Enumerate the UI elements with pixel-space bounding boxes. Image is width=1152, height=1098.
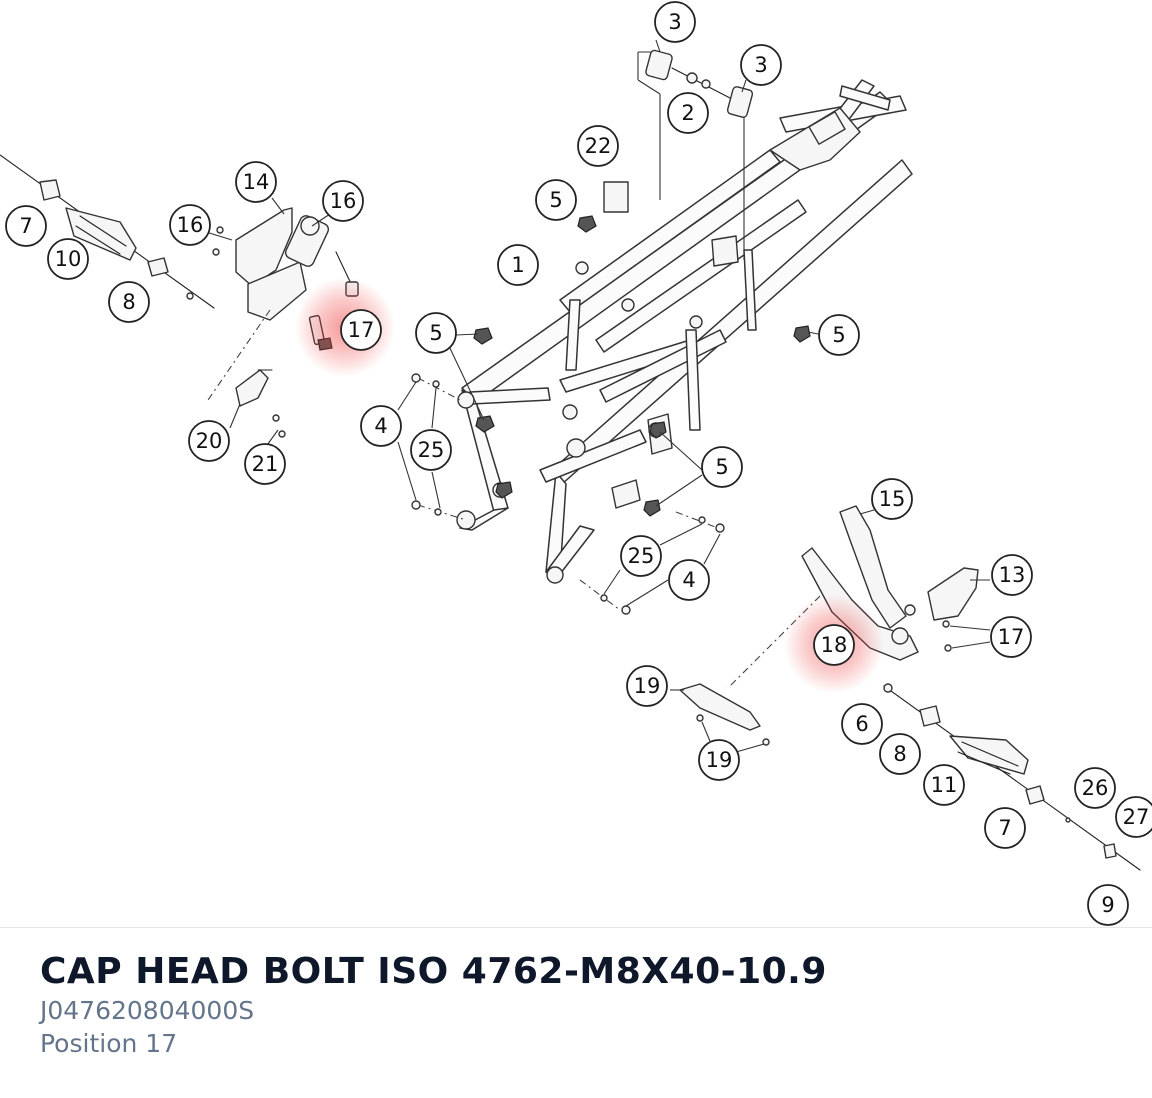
callout-label: 20: [196, 429, 223, 453]
callout-25b[interactable]: 25: [620, 535, 662, 577]
callout-5a[interactable]: 5: [535, 179, 577, 221]
callout-9[interactable]: 9: [1087, 884, 1129, 926]
callout-4b[interactable]: 4: [668, 559, 710, 601]
callout-20[interactable]: 20: [188, 420, 230, 462]
callout-label: 17: [348, 318, 375, 342]
callout-label: 5: [832, 323, 845, 347]
callout-label: 19: [634, 674, 661, 698]
callout-label: 16: [177, 213, 204, 237]
callout-label: 25: [628, 544, 655, 568]
callout-label: 16: [330, 189, 357, 213]
part-title: CAP HEAD BOLT ISO 4762-M8X40-10.9: [40, 951, 827, 992]
callout-17b[interactable]: 18: [813, 624, 855, 666]
callout-5b[interactable]: 5: [415, 312, 457, 354]
exploded-parts-diagram: 3 3 2 22 5 1 14 16 16 7 10 8 17 5 5 4 25…: [0, 1, 1152, 926]
left-frame-bolts: [397, 373, 467, 521]
callout-label: 1: [511, 253, 524, 277]
callout-label: 15: [879, 487, 906, 511]
callout-7a[interactable]: 7: [5, 205, 47, 247]
callout-label: 2: [681, 101, 694, 125]
callout-17a[interactable]: 17: [340, 309, 382, 351]
callout-7b[interactable]: 7: [984, 807, 1026, 849]
callout-4a[interactable]: 4: [360, 405, 402, 447]
callout-label: 5: [429, 321, 442, 345]
callout-label: 22: [585, 134, 612, 158]
part-number: J047620804000S: [40, 996, 255, 1025]
callout-3a[interactable]: 3: [654, 1, 696, 43]
callout-label: 19: [706, 748, 733, 772]
lower-frame-bolts: [579, 511, 725, 615]
callout-label: 11: [931, 773, 958, 797]
callout-11[interactable]: 11: [923, 764, 965, 806]
callout-label: 21: [252, 452, 279, 476]
callout-label: 17: [998, 625, 1025, 649]
callout-label: 10: [55, 247, 82, 271]
callout-19[interactable]: 19: [698, 739, 740, 781]
callout-label: 27: [1123, 805, 1150, 829]
callout-8a[interactable]: 8: [108, 281, 150, 323]
callout-26[interactable]: 26: [1074, 767, 1116, 809]
callout-2[interactable]: 2: [667, 92, 709, 134]
callout-label: 8: [893, 742, 906, 766]
callout-16a[interactable]: 16: [169, 204, 211, 246]
callout-18[interactable]: 19: [626, 665, 668, 707]
highlight-glows: [295, 277, 884, 694]
right-footrest-assembly: [670, 505, 1141, 871]
part-info-panel: CAP HEAD BOLT ISO 4762-M8X40-10.9 J04762…: [40, 950, 1112, 1060]
callout-5d[interactable]: 5: [701, 446, 743, 488]
callout-5c[interactable]: 5: [818, 314, 860, 356]
section-divider: [0, 927, 1152, 928]
callout-25a[interactable]: 25: [410, 429, 452, 471]
callout-label: 4: [682, 568, 695, 592]
part-position: Position 17: [40, 1029, 178, 1058]
callout-label: 18: [821, 633, 848, 657]
callout-16b[interactable]: 17: [990, 616, 1032, 658]
callout-label: 4: [374, 414, 387, 438]
callout-3b[interactable]: 3: [740, 44, 782, 86]
callout-label: 7: [19, 214, 32, 238]
callout-8b[interactable]: 8: [879, 733, 921, 775]
frame-nuts: [447, 215, 819, 517]
callout-21[interactable]: 21: [244, 443, 286, 485]
callout-label: 3: [754, 53, 767, 77]
callout-15[interactable]: 15: [871, 478, 913, 520]
callout-6[interactable]: 6: [841, 703, 883, 745]
callout-label: 5: [715, 455, 728, 479]
callout-label: 7: [998, 816, 1011, 840]
callout-label: 25: [418, 438, 445, 462]
callout-12[interactable]: 14: [235, 161, 277, 203]
callout-label: 13: [999, 563, 1026, 587]
callout-label: 6: [855, 712, 868, 736]
shock-mount-parts: [637, 39, 754, 260]
callout-label: 3: [668, 10, 681, 34]
frame-assembly: [456, 79, 913, 584]
callout-label: 5: [549, 188, 562, 212]
callout-label: 26: [1082, 776, 1109, 800]
callout-1[interactable]: 1: [497, 244, 539, 286]
callout-13[interactable]: 13: [991, 554, 1033, 596]
callout-label: 14: [243, 170, 270, 194]
callout-22[interactable]: 22: [577, 125, 619, 167]
callout-10[interactable]: 10: [47, 238, 89, 280]
callout-14[interactable]: 16: [322, 180, 364, 222]
callout-27[interactable]: 27: [1115, 796, 1152, 838]
callout-label: 9: [1101, 893, 1114, 917]
callout-label: 8: [122, 290, 135, 314]
